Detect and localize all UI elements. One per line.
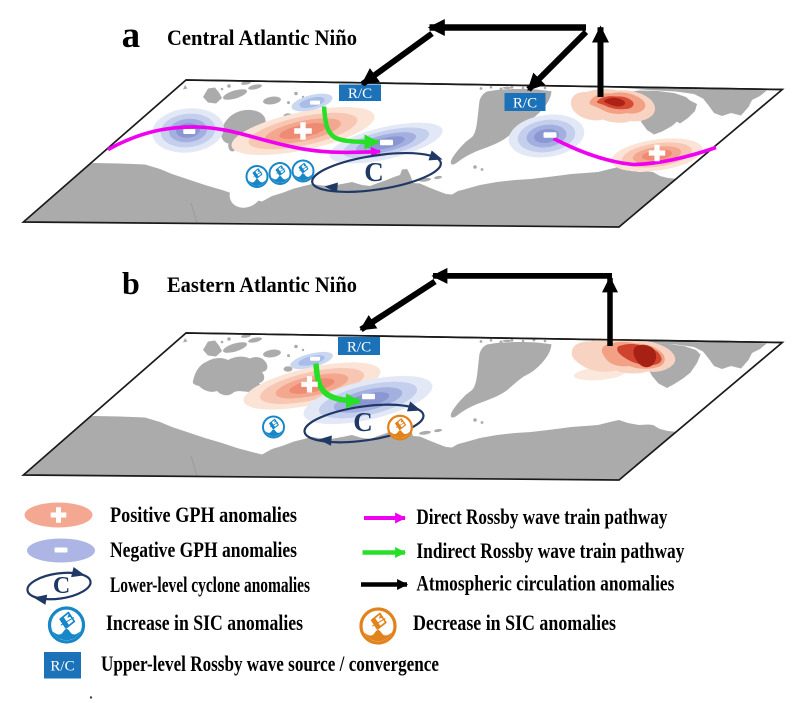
svg-text:R/C: R/C (50, 659, 74, 675)
svg-text:b: b (122, 265, 140, 301)
svg-text:Positive GPH anomalies: Positive GPH anomalies (110, 502, 297, 527)
svg-text:Indirect Rossby wave train pat: Indirect Rossby wave train pathway (416, 538, 684, 563)
svg-text:C: C (364, 157, 384, 187)
svg-text:Increase in SIC anomalies: Increase in SIC anomalies (106, 610, 303, 635)
svg-text:a: a (122, 15, 141, 56)
svg-text:Negative GPH anomalies: Negative GPH anomalies (110, 537, 297, 562)
svg-text:Atmospheric circulation anomal: Atmospheric circulation anomalies (416, 571, 674, 596)
svg-text:Lower-level cyclone anomalies: Lower-level cyclone anomalies (110, 572, 310, 597)
svg-text:R/C: R/C (347, 339, 371, 355)
svg-text:C: C (53, 573, 70, 599)
svg-text:Decrease in SIC anomalies: Decrease in SIC anomalies (413, 610, 616, 635)
svg-text:R/C: R/C (348, 86, 372, 102)
svg-text:Upper-level Rossby wave source: Upper-level Rossby wave source / converg… (101, 651, 439, 676)
svg-text:R/C: R/C (513, 95, 537, 111)
svg-text:Eastern Atlantic Niño: Eastern Atlantic Niño (167, 272, 357, 297)
svg-text:Direct Rossby wave train pathw: Direct Rossby wave train pathway (416, 504, 667, 529)
svg-text:Central Atlantic Niño: Central Atlantic Niño (167, 25, 357, 50)
svg-text:C: C (353, 407, 373, 437)
